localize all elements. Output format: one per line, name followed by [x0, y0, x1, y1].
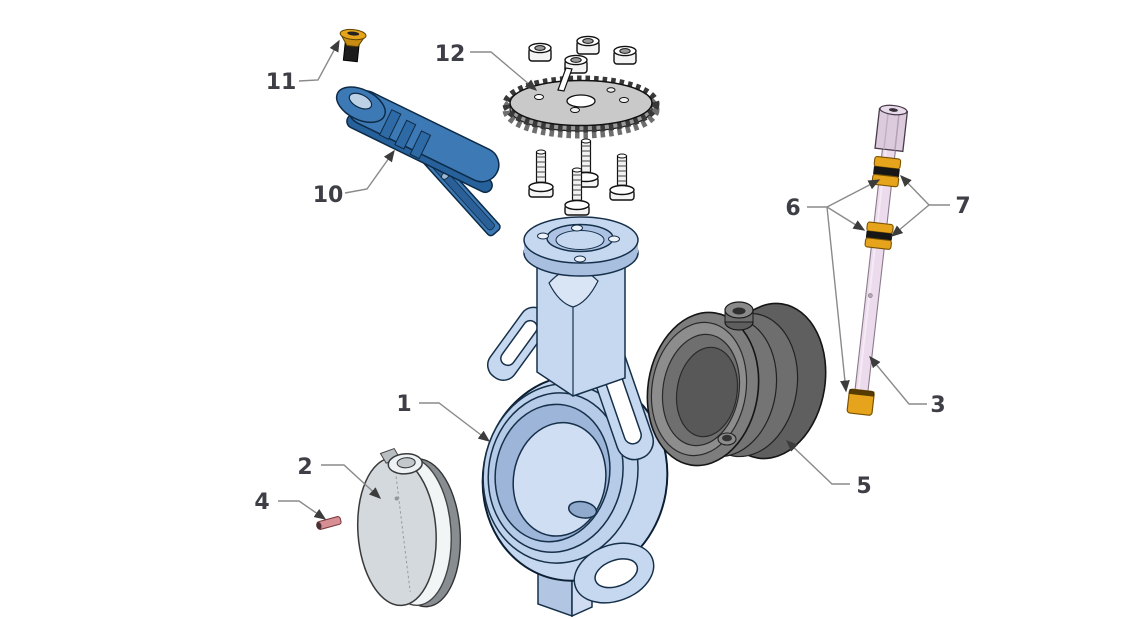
- hex-nut: [528, 42, 552, 62]
- callout-12: 12: [435, 42, 466, 67]
- leader-6a: [826, 179, 881, 208]
- body-top-flange: [523, 216, 639, 277]
- part-1-valve-body: [481, 216, 669, 618]
- stem-highlight: [855, 149, 887, 404]
- callout-3: 3: [930, 393, 945, 418]
- part-11-handle-screw: [339, 28, 367, 63]
- leader-lines: [278, 39, 950, 520]
- leader-2: [321, 464, 382, 499]
- stem-top-hole: [888, 108, 898, 112]
- plate-teeth: [502, 75, 660, 133]
- plate-index-pin: [557, 67, 573, 92]
- part-3-stem-assembly: [846, 104, 909, 416]
- bolt-threads: [572, 174, 582, 201]
- callout-4: 4: [254, 490, 269, 515]
- lever-notch: [394, 119, 417, 150]
- disc-seam: [395, 476, 411, 592]
- bolt-threads: [536, 156, 546, 183]
- flange-hole: [574, 255, 586, 263]
- bolt-threads: [617, 160, 627, 186]
- leader-4: [278, 500, 327, 520]
- stem-pin-hole: [867, 293, 873, 298]
- body-bottom-lug: [573, 542, 655, 604]
- hex-bolt: [609, 153, 635, 201]
- bolt-threads: [581, 145, 591, 173]
- plate-hole: [606, 87, 616, 93]
- seat-top-boss: [724, 301, 754, 331]
- callout-1: 1: [396, 392, 411, 417]
- part-10-handle: [335, 86, 501, 237]
- hex-nut: [613, 45, 637, 65]
- plate-hole: [619, 97, 629, 103]
- callout-2: 2: [297, 455, 312, 480]
- hex-nut: [576, 35, 600, 55]
- leader-11: [298, 39, 340, 82]
- callout-11: 11: [266, 70, 297, 95]
- lever-notch: [378, 109, 402, 140]
- leader-12: [470, 51, 538, 91]
- callout-5: 5: [856, 474, 871, 499]
- plate-center-hole: [566, 94, 596, 108]
- leader-7a: [900, 174, 930, 206]
- hex-bolt: [564, 167, 590, 216]
- hex-bolt: [528, 149, 554, 198]
- leader-6c: [826, 206, 850, 393]
- leader-10: [344, 149, 395, 194]
- callout-6: 6: [785, 196, 800, 221]
- bottom-stem-hole: [567, 500, 598, 519]
- callout-7: 7: [955, 194, 970, 219]
- part-6-bushing-bottom: [846, 388, 875, 416]
- leader-1: [419, 402, 491, 442]
- disc-pin-hole: [394, 496, 399, 501]
- plate-pin-hole: [534, 94, 544, 100]
- bottom-lug-slot: [594, 558, 639, 589]
- part-12-notch-plate-assembly: [502, 35, 660, 216]
- handle-lever: [335, 86, 500, 194]
- seat-boss-hole: [732, 307, 746, 315]
- callout-labels: 1 2 3 4 5 6 7 10 11 12: [254, 42, 970, 515]
- plate-hole: [570, 107, 580, 113]
- leader-6b: [826, 206, 866, 231]
- part-4-pin: [316, 516, 342, 530]
- callout-10: 10: [313, 183, 344, 208]
- part-6-bushing-upper: [871, 155, 902, 188]
- part-6-bushing-lower: [864, 221, 894, 250]
- leader-7b: [890, 204, 930, 237]
- seat-bottom-hole: [722, 434, 732, 442]
- flange-ring-inner: [555, 230, 605, 250]
- part-5-seat: [646, 301, 827, 467]
- leader-3: [869, 355, 927, 405]
- disc-hub-bore: [396, 457, 416, 469]
- screw-slot: [347, 31, 360, 36]
- flange-hole: [537, 232, 549, 240]
- flange-hole: [608, 235, 620, 243]
- lever-notch: [409, 130, 432, 160]
- seat-bore: [675, 346, 739, 438]
- stem-hex-head: [874, 104, 909, 153]
- flange-hole: [571, 224, 583, 232]
- pin-tip: [316, 522, 322, 530]
- part-2-disc: [356, 447, 462, 608]
- lever-boss-hole: [348, 92, 373, 110]
- left-ear-slot: [500, 319, 538, 367]
- leader-5: [785, 440, 850, 485]
- notch-plate: [502, 67, 660, 139]
